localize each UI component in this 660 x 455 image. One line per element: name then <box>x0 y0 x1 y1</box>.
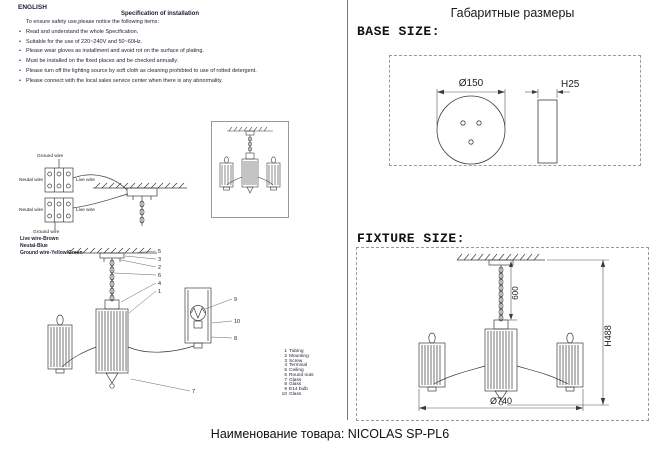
fixture-height-dim: H488 <box>603 325 613 347</box>
callout-number: 5 <box>158 249 161 255</box>
thumbnail-drawing <box>211 121 289 218</box>
wiring-diagram: Ground wire Neutal wire Live wire Neutal… <box>19 153 187 234</box>
chain-length-dim: 600 <box>511 286 520 300</box>
left-arm <box>61 346 97 368</box>
base-size-panel: Ø150 H25 <box>389 55 641 166</box>
neutral-wire-top-label: Neutal wire <box>19 177 43 183</box>
fixture-size-panel: 600 H488 Ø740 <box>356 247 649 421</box>
instruction-item: Please connect with the local sales serv… <box>18 77 324 87</box>
fixture-diameter-dim: Ø740 <box>490 396 512 406</box>
base-height-dim: H25 <box>561 79 580 90</box>
instruction-item: Must be installed on the fixed places an… <box>18 57 324 67</box>
callout-number: 2 <box>158 265 161 271</box>
dimensions-title: Габаритные размеры <box>450 6 575 20</box>
callout-number: 6 <box>158 273 161 279</box>
callout-number: 10 <box>234 319 240 325</box>
base-size-drawing: Ø150 H25 <box>436 78 580 165</box>
legend-ground: Ground wire-Yellow/Green <box>20 250 83 256</box>
fixture-size-label: FIXTURE SIZE: <box>357 231 465 246</box>
callout-number: 3 <box>158 257 161 263</box>
shade-detail-glass <box>184 287 212 344</box>
bulb-filament <box>190 307 206 319</box>
base-top-view <box>436 95 506 165</box>
base-diameter-dim: Ø150 <box>459 78 484 89</box>
instruction-item: Suitable for the use of 220~240V and 50~… <box>18 38 324 48</box>
instructions-list: To ensure safety use,please notice the f… <box>18 18 324 87</box>
base-size-label: BASE SIZE: <box>357 24 441 39</box>
live-wire-bottom-label: Live wire <box>76 207 95 213</box>
legend-live: Live wire-Brown <box>20 236 59 242</box>
instruction-item: Please turn off the lighting source by s… <box>18 67 324 77</box>
left-bulb <box>56 314 64 326</box>
instruction-item: Please wear gloves as installment and av… <box>18 47 324 57</box>
fixture-size-drawing: 600 H488 Ø740 <box>418 253 613 411</box>
instruction-item: Read and understand the whole Specificat… <box>18 28 324 38</box>
callout-number: 1 <box>158 289 161 295</box>
instructions-intro: To ensure safety use,please notice the f… <box>26 19 159 25</box>
spec-title: Specification of installation <box>120 11 199 17</box>
legend-neutral: Neutal-Blue <box>20 243 48 249</box>
callout-number: 4 <box>158 281 161 287</box>
product-name: Наименование товара: NICOLAS SP-PL6 <box>210 427 450 441</box>
ground-wire-bottom-label: Ground wire <box>33 229 59 234</box>
column-divider <box>347 0 348 420</box>
callout-number: 8 <box>234 336 237 342</box>
neutral-wire-bottom-label: Neutal wire <box>19 207 43 213</box>
main-drawing: 5 3 2 6 4 1 9 10 8 7 <box>47 247 240 395</box>
mounting-plate <box>99 252 125 259</box>
live-wire-top-label: Live wire <box>76 177 95 183</box>
callout-number: 7 <box>192 389 195 395</box>
callout-number: 9 <box>234 297 237 303</box>
canopy <box>104 299 120 310</box>
ground-wire-top-label: Ground wire <box>37 153 63 159</box>
detail-bulb <box>190 305 206 321</box>
base-side-view <box>537 99 558 164</box>
wiring-legend: Live wire-Brown Neutal-Blue Ground wire-… <box>20 236 83 257</box>
right-arm <box>127 345 195 353</box>
language-label: ENGLISH <box>18 4 47 11</box>
